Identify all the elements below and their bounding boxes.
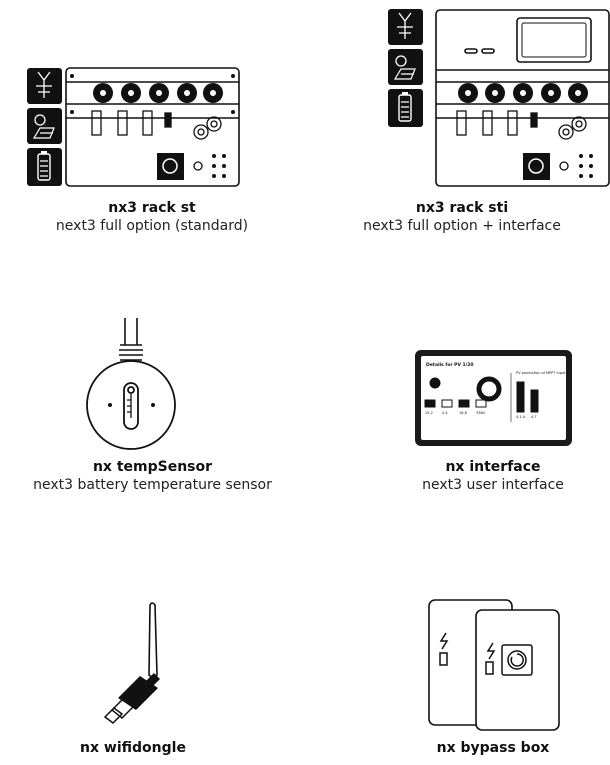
- rack-touchscreen: [464, 17, 592, 63]
- caption-nx-tempsensor: nx tempSensor next3 battery temperature …: [0, 458, 320, 494]
- caption-nx-wifidongle: nx wifidongle: [0, 739, 283, 757]
- product-name: nx wifidongle: [80, 740, 186, 756]
- solar-source-icon: [388, 49, 423, 85]
- product-nx-tempsensor: nx tempSensor next3 battery temperature …: [0, 250, 305, 505]
- product-description: next3 full option (standard): [55, 218, 249, 234]
- screen-content: [424, 373, 539, 422]
- screen-value: 15.2: [425, 411, 433, 415]
- grid-source-icon: [388, 9, 423, 45]
- caption-nx-bypass-box: nx bypass box: [343, 739, 610, 757]
- sensor-disc: [86, 360, 176, 450]
- screen-value: 16.8: [459, 411, 467, 415]
- product-name: nx3 rack st: [108, 200, 196, 216]
- battery-source-icon: [388, 89, 423, 127]
- rack-body: [435, 9, 610, 187]
- tempsensor-illustration: [86, 318, 176, 450]
- product-description: next3 full option + interface: [363, 218, 561, 234]
- product-description: next3 user interface: [422, 477, 564, 493]
- battery-source-icon: [27, 148, 62, 186]
- bypass-box-back-icons: [439, 632, 449, 666]
- product-name: nx3 rack sti: [415, 200, 509, 216]
- wifidongle-illustration: [103, 602, 160, 724]
- product-name: nx interface: [445, 459, 541, 475]
- screen-value: 4.7: [531, 415, 537, 419]
- nx3-rack-st-illustration: [27, 67, 240, 187]
- product-nx3-rack-st: nx3 rack st next3 full option (standard): [0, 0, 305, 250]
- product-nx-bypass-box: nx bypass box: [305, 505, 610, 765]
- caption-nx-interface: nx interface next3 user interface: [343, 458, 610, 494]
- product-name: nx bypass box: [436, 740, 550, 756]
- wifi-antenna: [148, 602, 158, 678]
- nx3-rack-sti-illustration: [388, 9, 610, 187]
- rack-fans: [93, 83, 223, 103]
- screen-value: 0.4: [442, 411, 448, 415]
- product-nx3-rack-sti: nx3 rack sti next3 full option + interfa…: [305, 0, 610, 250]
- solar-source-icon: [27, 108, 62, 144]
- grid-source-icon: [27, 68, 62, 104]
- rack-modules: [91, 110, 222, 140]
- caption-nx3-rack-st: nx3 rack st next3 full option (standard): [2, 199, 302, 235]
- product-nx-wifidongle: nx wifidongle: [0, 505, 305, 765]
- rack-wiring-module: [70, 74, 235, 180]
- mount-hole: [151, 403, 155, 407]
- product-description: next3 battery temperature sensor: [33, 477, 272, 493]
- rack-wiring-module: [523, 153, 593, 180]
- screen-title: Details for PV 1/20: [426, 362, 474, 368]
- rack-modules: [456, 110, 587, 140]
- sensor-cable: [119, 318, 143, 361]
- caption-nx3-rack-sti: nx3 rack sti next3 full option + interfa…: [312, 199, 610, 235]
- screen-panel-title: PV production of MPPT input: [516, 371, 566, 375]
- bypass-box-front: [475, 609, 560, 731]
- bypass-box-front-icons: [485, 642, 533, 676]
- product-name: nx tempSensor: [92, 459, 213, 475]
- screen-value: 3384: [476, 411, 486, 415]
- interface-illustration: Details for PV 1/20 PV production of MPP…: [415, 350, 572, 446]
- rack-fans: [458, 83, 588, 103]
- product-nx-interface: Details for PV 1/20 PV production of MPP…: [305, 250, 610, 505]
- bypass-box-illustration: [428, 599, 560, 731]
- usb-dongle-body: [103, 673, 160, 724]
- screen-value: 4.1 A: [516, 415, 526, 419]
- mount-hole: [108, 403, 112, 407]
